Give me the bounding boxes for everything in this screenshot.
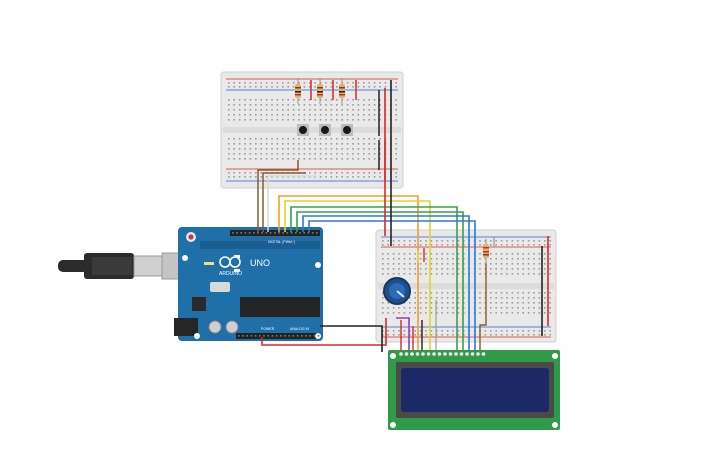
lcd-pin-header [399,352,486,356]
arduino-header-pins [232,232,320,337]
wire-brown [479,262,487,352]
crystal [210,282,230,292]
wire-black [320,325,383,352]
wire-brown [262,172,306,232]
usb-cable [58,252,185,280]
resistors-top[interactable] [295,78,345,104]
arduino-brand-label: ARDUINO [219,271,242,277]
arduino-model-label: UNO [250,258,270,268]
wire-purple [396,317,410,352]
wire-white [267,175,316,232]
resistor [339,78,345,104]
wires [257,80,549,352]
resistor [295,78,301,104]
wire-blue [302,215,470,352]
wire-green [296,211,464,352]
microcontroller-chip [240,297,320,317]
digital-header-label: DIGITAL (PWM~) [268,240,295,244]
capacitor [208,320,222,334]
pushbuttons[interactable] [297,124,353,136]
power-header-label: POWER [261,327,275,331]
wire-green [290,206,458,352]
arduino-uno-board[interactable]: ARDUINO UNO DIGITAL (PWM~) POWER ANALOG … [174,227,323,341]
pushbutton [297,124,309,136]
wire-brown [257,160,299,232]
top-breadboard[interactable] [220,71,404,189]
voltage-regulator [192,297,206,311]
resistor[interactable] [483,239,489,264]
right-breadboard-holes [382,240,551,336]
lcd-display[interactable] [388,350,560,430]
pushbutton [319,124,331,136]
potentiometer[interactable] [383,277,411,305]
pushbutton [341,124,353,136]
power-jack [174,318,198,336]
resistor [317,78,323,104]
wire-blue [308,220,476,352]
analog-header-label: ANALOG IN [290,327,310,331]
wire-red [261,318,387,346]
wire-orange [278,195,419,352]
wire-yellow [284,200,431,352]
capacitor [225,320,239,334]
